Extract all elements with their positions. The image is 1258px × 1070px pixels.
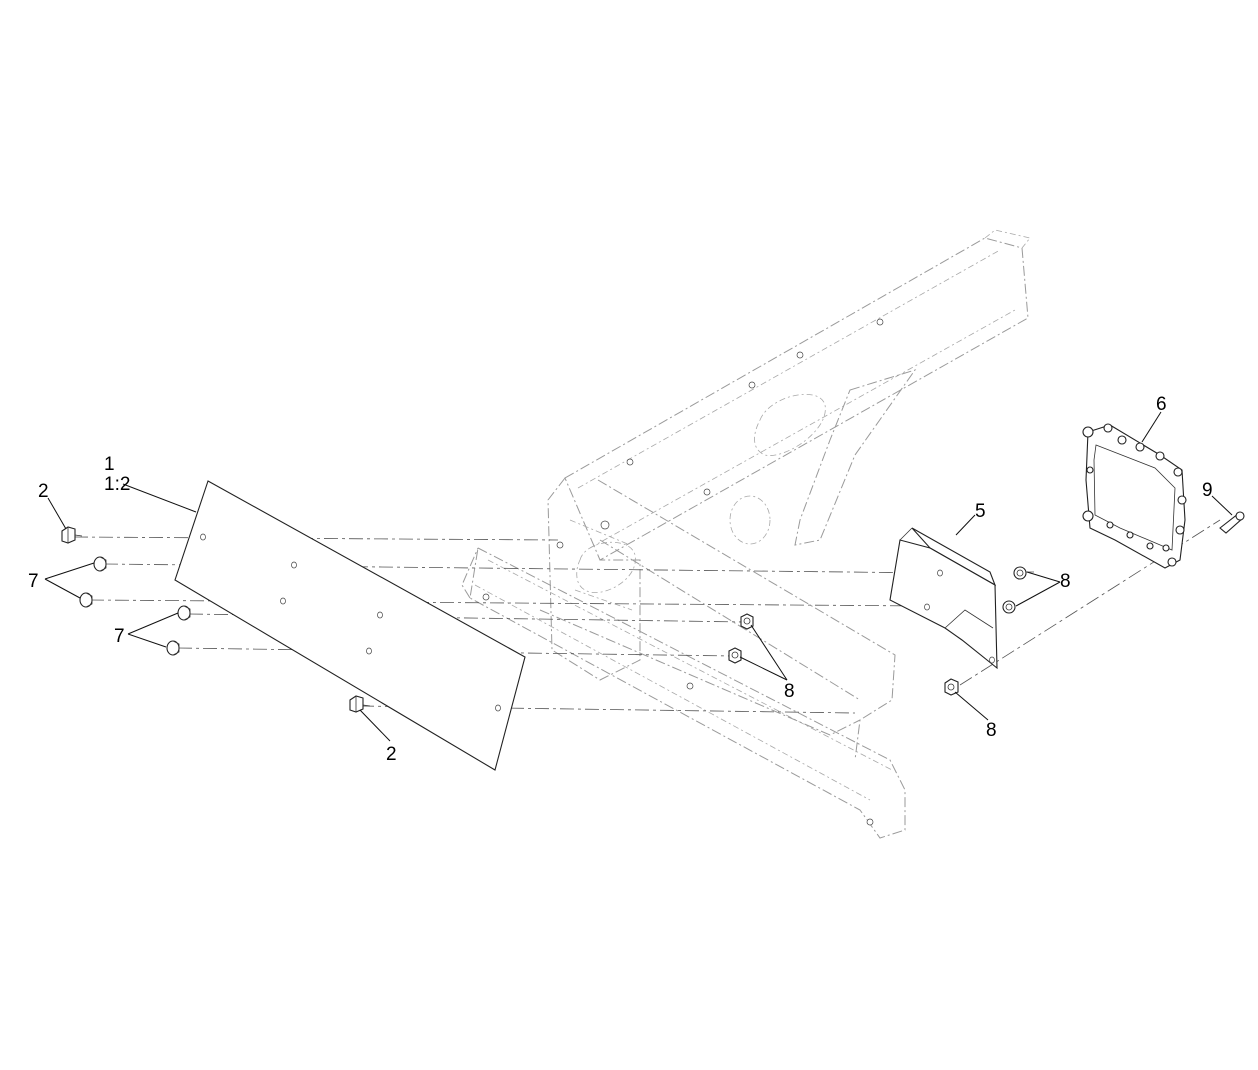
callout-1: 1 — [104, 454, 115, 475]
callout-1-2: 1:2 — [104, 474, 130, 495]
nut-part-8-e — [944, 678, 959, 696]
nut-part-8-a — [1013, 566, 1027, 580]
callout-2-bottom: 2 — [386, 744, 397, 765]
nut-part-8-b — [1002, 600, 1016, 614]
callout-7-upper: 7 — [28, 571, 39, 592]
control-module-part-6 — [1082, 423, 1187, 569]
bolt-part-9 — [1219, 511, 1245, 534]
cover-plate-part-1 — [174, 480, 526, 771]
bolt-part-2-bottom — [349, 695, 371, 713]
callout-5: 5 — [975, 501, 986, 522]
callout-7-lower: 7 — [114, 626, 125, 647]
plug-part-7-c — [177, 605, 191, 621]
bolt-part-2-top — [61, 526, 83, 544]
plug-part-7-a — [93, 556, 107, 572]
callout-8-right: 8 — [1060, 571, 1071, 592]
plug-part-7-d — [166, 640, 180, 656]
leader-lines — [44, 411, 1233, 742]
callout-labels: 1 1:2 2 7 7 2 5 6 9 8 8 8 — [28, 394, 1213, 765]
bracket-part-5 — [889, 527, 998, 670]
callout-2-top: 2 — [38, 481, 49, 502]
callout-8-bottom: 8 — [986, 720, 997, 741]
nut-part-8-c — [740, 613, 754, 630]
callout-9: 9 — [1202, 480, 1213, 501]
nut-part-8-d — [728, 647, 742, 664]
callout-6: 6 — [1156, 394, 1167, 415]
plug-part-7-b — [79, 592, 93, 608]
vehicle-frame-phantom — [461, 229, 1031, 839]
callout-8-mid: 8 — [784, 681, 795, 702]
